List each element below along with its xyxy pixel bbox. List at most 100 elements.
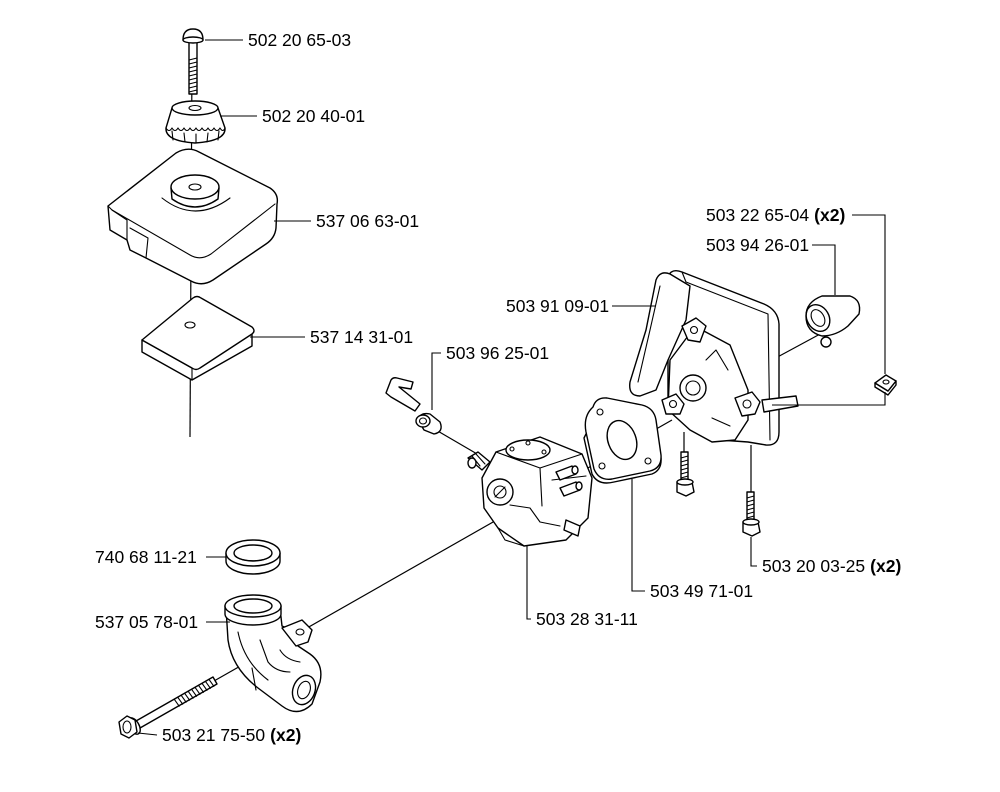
carburetor xyxy=(467,436,593,547)
label-intake-elbow: 537 05 78-01 xyxy=(95,612,198,632)
leader-mounting-screws xyxy=(750,537,757,567)
part-labels: 502 20 65-03 502 20 40-01 537 06 63-01 5… xyxy=(95,30,901,745)
label-long-bolt-qty: (x2) xyxy=(270,725,301,745)
knob-nut-hole xyxy=(188,104,202,112)
filter-element xyxy=(141,295,255,381)
carburetor-adapter-right-lug xyxy=(734,391,761,417)
air-filter-cover xyxy=(107,148,279,285)
throttle-link-bushing-hole xyxy=(418,417,428,425)
mounting-screw-b-washer xyxy=(742,518,760,526)
carburetor-adapter-side xyxy=(629,272,691,397)
carburetor-adapter-tab xyxy=(761,395,799,413)
carburetor-fuel-inlet-end xyxy=(467,457,477,469)
carburetor-adapter-port-inner xyxy=(685,380,701,396)
label-long-bolt-part: 503 21 75-50 xyxy=(162,725,265,745)
carburetor-bottom-fitting xyxy=(563,519,581,537)
leader-gasket xyxy=(631,479,645,592)
long-bolt-threads xyxy=(173,678,215,707)
carburetor-adapter-left-lug xyxy=(661,393,685,415)
carburetor-cover-screw-1 xyxy=(509,446,515,452)
gasket-ring xyxy=(225,539,281,575)
long-bolt-head-face xyxy=(122,720,132,734)
knob-nut-knurl xyxy=(165,127,226,144)
label-top-screw: 502 20 65-03 xyxy=(248,30,351,50)
carburetor-cover-screw-3 xyxy=(525,440,531,446)
carburetor-body-edges xyxy=(495,451,587,547)
throttle-link-lever xyxy=(385,377,421,412)
gasket-hole-3 xyxy=(598,462,606,470)
mounting-screw-a xyxy=(676,451,695,497)
label-square-nut-part: 503 22 65-04 xyxy=(706,205,809,225)
gasket-hole-2 xyxy=(644,457,652,465)
leader-square-nut-lower xyxy=(772,392,886,406)
top-screw-threads xyxy=(188,57,198,93)
carburetor-adapter-right-lug-hole xyxy=(742,399,752,409)
filter-element-top xyxy=(141,295,255,371)
clip-axis-line xyxy=(771,332,823,361)
label-throttle-link: 503 96 25-01 xyxy=(446,343,549,363)
throttle-link xyxy=(385,377,442,435)
carburetor-pump-cover xyxy=(505,439,551,461)
gasket-hole-1 xyxy=(596,408,604,416)
label-square-nut-qty: (x2) xyxy=(814,205,845,225)
clip-tab xyxy=(820,336,832,348)
top-screw xyxy=(182,28,204,95)
carburetor-adapter-side-edge xyxy=(637,285,661,383)
carburetor-throttle-slot xyxy=(494,486,506,498)
carburetor-needle-knob-high xyxy=(571,465,579,475)
knob-nut-body xyxy=(165,107,226,144)
mounting-screw-a-threads xyxy=(680,455,689,479)
label-long-bolt: 503 21 75-50(x2) xyxy=(162,725,301,745)
filter-element-hole xyxy=(184,321,196,329)
label-gasket: 503 49 71-01 xyxy=(650,581,753,601)
air-filter-cover-boss-top xyxy=(170,174,220,200)
carburetor-adapter-slot xyxy=(705,349,731,427)
label-square-nut: 503 22 65-04(x2) xyxy=(706,205,845,225)
square-nut xyxy=(874,374,897,396)
carburetor-throttle-shaft xyxy=(493,485,507,499)
air-filter-cover-top-edge xyxy=(107,203,276,259)
label-mounting-screws: 503 20 03-25(x2) xyxy=(762,556,901,576)
leader-throttle-link xyxy=(431,352,441,410)
carburetor-fuel-inlet xyxy=(467,451,491,471)
label-clip: 503 94 26-01 xyxy=(706,235,809,255)
carburetor-adapter xyxy=(629,269,799,446)
label-filter-element: 537 14 31-01 xyxy=(310,327,413,347)
throttle-link-bushing-end xyxy=(415,414,431,428)
carburetor-adapter-plate-edge xyxy=(681,271,771,441)
knob-nut-top xyxy=(171,100,219,116)
label-air-filter-cover: 537 06 63-01 xyxy=(316,211,419,231)
label-carburetor-adapter: 503 91 09-01 xyxy=(506,296,609,316)
mounting-screw-a-washer xyxy=(676,478,694,486)
top-screw-head-base xyxy=(182,36,204,44)
air-filter-cover-base-ring xyxy=(161,197,231,212)
square-nut-hole xyxy=(882,379,890,385)
carburetor-adapter-top-lug xyxy=(681,317,707,343)
mounting-screw-b-threads xyxy=(746,495,755,519)
carburetor-needle-knob-low xyxy=(575,481,583,491)
leader-carburetor xyxy=(526,546,531,620)
intake-elbow-outlet xyxy=(291,674,317,706)
intake-elbow-contours xyxy=(237,631,301,691)
air-filter-cover-hole xyxy=(188,183,202,191)
knob-nut xyxy=(165,100,226,144)
carburetor-adapter-left-lug-hole xyxy=(668,399,678,409)
long-bolt-head xyxy=(118,715,138,739)
gasket-opening xyxy=(606,419,638,461)
square-nut-top xyxy=(874,374,897,392)
leader-clip xyxy=(812,244,836,295)
gasket xyxy=(583,397,662,484)
leader-lines xyxy=(137,39,886,736)
clip xyxy=(805,295,861,348)
clip-sleeve-opening xyxy=(810,309,826,327)
label-carburetor: 503 28 31-11 xyxy=(536,609,638,629)
mounting-screw-b xyxy=(742,491,761,537)
carburetor-cover-screw-2 xyxy=(541,449,547,455)
leader-long-bolt xyxy=(137,732,158,736)
air-filter-cover-body xyxy=(107,148,279,285)
label-mounting-screws-part: 503 20 03-25 xyxy=(762,556,865,576)
intake-elbow-outlet-opening xyxy=(297,680,311,700)
air-filter-cover-notch xyxy=(111,209,149,259)
carburetor-adapter-port xyxy=(679,374,707,402)
